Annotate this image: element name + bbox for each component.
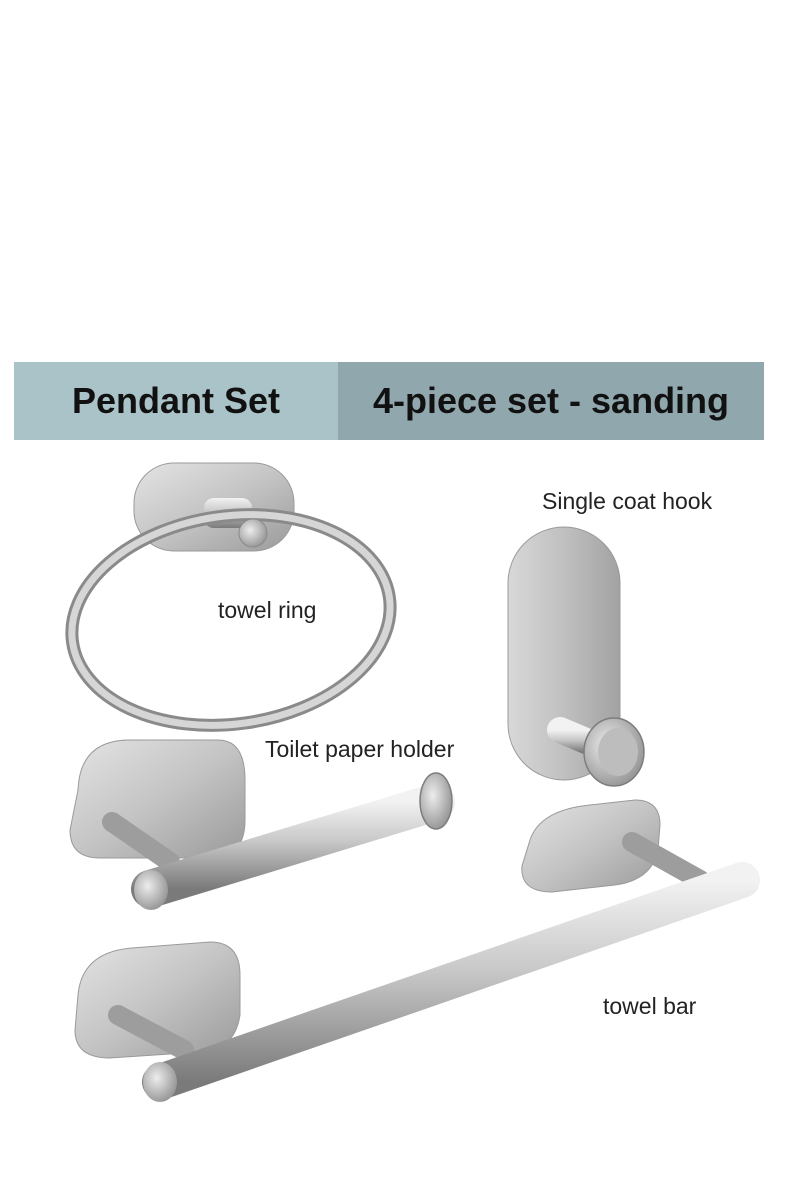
- banner-left-panel: Pendant Set: [14, 362, 338, 440]
- towel-bar-label: towel bar: [603, 993, 697, 1019]
- set-banner: Pendant Set 4-piece set - sanding: [14, 362, 764, 440]
- pendant-set-title: Pendant Set: [71, 380, 281, 421]
- coat-hook-product: [507, 526, 645, 787]
- towel-ring-product: [65, 462, 397, 732]
- toilet-paper-holder-product: [69, 739, 455, 910]
- towel-bar-product: [74, 799, 760, 1102]
- toilet-paper-holder-label: Toilet paper holder: [265, 736, 455, 762]
- towel-ring-label: towel ring: [218, 597, 317, 623]
- four-piece-set-title: 4-piece set - sanding: [372, 380, 730, 421]
- coat-hook-label: Single coat hook: [542, 488, 713, 514]
- banner-right-panel: 4-piece set - sanding: [338, 362, 764, 440]
